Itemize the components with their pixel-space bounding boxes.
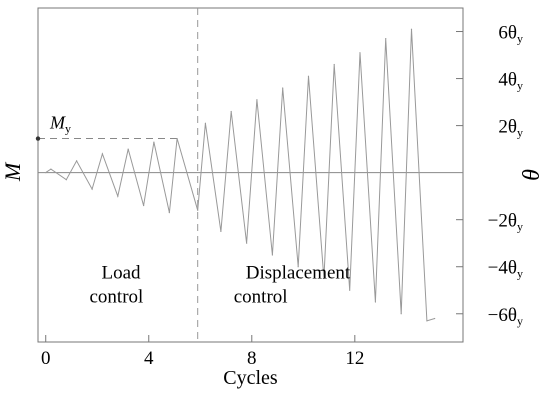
region-label-line: Load [102,262,142,283]
data-point [117,195,119,197]
tick-label-base: 4θ [498,70,517,91]
data-point [101,153,103,155]
y-tick-label-right: 6θy [498,23,523,46]
data-point [220,230,222,233]
data-point [65,179,67,181]
plot-frame [37,7,464,343]
data-point [410,28,413,30]
tick-label-base: 6θ [498,23,517,44]
x-tick-label: 12 [345,348,364,369]
data-point [143,204,145,207]
yield-moment-marker [35,136,41,141]
region-label-1: Displacement control [234,262,351,307]
data-point [76,160,78,162]
data-point [176,137,178,140]
region-label-line: Displacement [246,262,351,283]
data-point [127,148,129,150]
tick-label-subscript: y [517,314,523,328]
y-axis-label-right: θ [519,169,545,181]
data-point [256,99,258,101]
data-point [168,212,170,214]
region-label-0: Load control [90,262,144,307]
data-point [400,313,402,315]
x-tick-label: 0 [41,348,51,369]
y-tick-label-right: 4θy [498,70,523,93]
data-point [297,266,299,268]
data-point [374,301,377,303]
tick-label-subscript: y [517,32,523,46]
tick-label-base: −4θ [488,258,517,279]
data-point [197,209,199,211]
data-point [426,320,428,322]
y-tick-label-right: −4θy [488,258,523,281]
y-tick-label-right: −2θy [488,211,523,234]
data-point [271,254,273,256]
series-line-0 [45,29,435,322]
yield-moment-label-subscript: y [65,122,71,136]
tick-label-base: 2θ [498,117,517,138]
data-point [307,75,310,77]
data-point [434,317,436,320]
data-point [282,87,284,89]
data-point [50,168,52,170]
data-point [204,122,207,124]
data-point [230,110,232,113]
tick-label-base: −6θ [488,305,517,326]
data-point [333,63,335,66]
data-point [385,37,387,40]
y-tick-label-right: −6θy [488,305,523,328]
tick-label-subscript: y [517,126,523,140]
x-tick-label: 8 [247,348,257,369]
y-axis-label-left: M [0,161,25,182]
region-label-line: control [234,286,288,307]
data-point [323,277,325,280]
region-label-line: control [90,286,144,307]
data-point [153,141,155,143]
yield-moment-label: My [49,113,71,136]
plot-area [35,7,464,343]
tick-label-subscript: y [517,79,523,93]
data-point [349,289,351,291]
data-point [246,242,248,244]
data-point [91,188,93,190]
yield-moment-label-base: M [49,113,66,133]
data-point [359,52,361,54]
y-tick-label-right: 2θy [498,117,523,140]
tick-label-subscript: y [517,267,523,281]
data-point [45,172,47,174]
x-tick-label: 4 [144,348,154,369]
x-axis-label: Cycles [223,367,278,389]
tick-label-subscript: y [517,220,523,234]
tick-label-base: −2θ [488,211,517,232]
